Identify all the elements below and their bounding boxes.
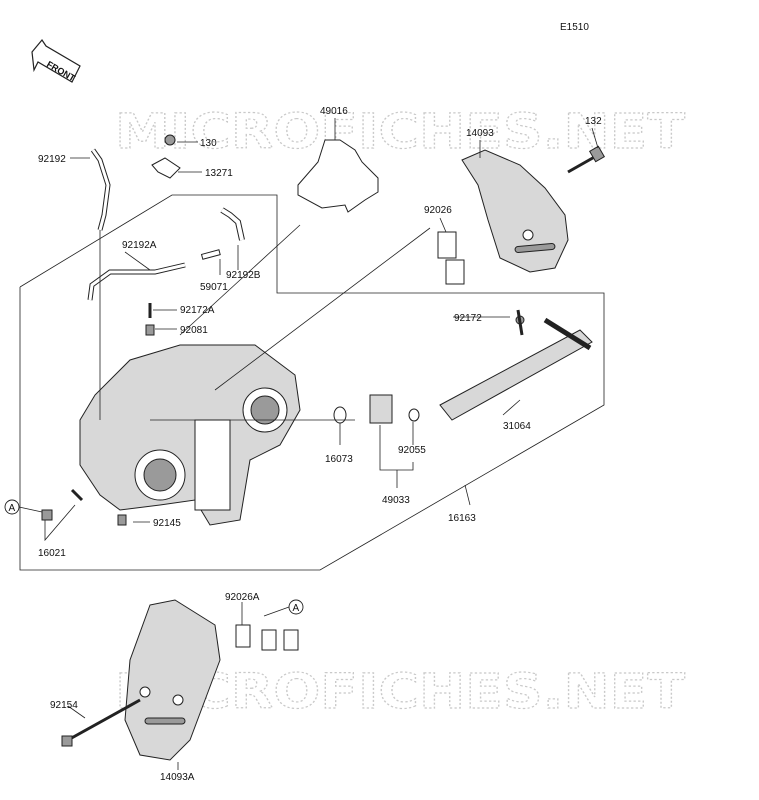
label-92145: 92145 (153, 518, 181, 529)
hose-92192A (87, 262, 186, 301)
label-92081: 92081 (180, 325, 208, 336)
label-92172A: 92172A (180, 305, 215, 316)
front-arrow-icon: FRONT (31, 38, 81, 83)
spring-92081 (145, 324, 155, 336)
screw-92172 (516, 309, 524, 336)
label-92192: 92192 (38, 154, 66, 165)
svg-text:A: A (293, 603, 300, 614)
collar-92026A (235, 624, 251, 648)
collar-92026 (437, 231, 457, 259)
fuel-rail-31064 (439, 329, 593, 421)
screw-16021 (41, 509, 53, 521)
fitting-59071 (200, 249, 221, 260)
label-130: 130 (200, 138, 217, 149)
bolt-92154 (67, 698, 141, 742)
bracket-49016 (297, 139, 379, 213)
seal-16073 (333, 406, 347, 424)
label-92026: 92026 (424, 205, 452, 216)
cover-14093A (124, 599, 221, 761)
leader-lines (18, 118, 599, 770)
label-31064: 31064 (503, 421, 531, 432)
label-59071: 59071 (200, 282, 228, 293)
label-92055: 92055 (398, 445, 426, 456)
label-13271: 13271 (205, 168, 233, 179)
callout-a-left: A (4, 499, 20, 515)
svg-text:A: A (9, 503, 16, 514)
clamp-13271 (151, 157, 181, 179)
callout-a-bottom: A (288, 599, 304, 615)
throttle-body-16163 (79, 344, 301, 526)
diagram-id: E1510 (560, 22, 589, 33)
spring-92145 (117, 514, 127, 526)
cover-14093 (461, 149, 569, 273)
sensor-49033 (369, 394, 393, 424)
bolt-130 (164, 134, 176, 146)
label-14093A: 14093A (160, 772, 195, 783)
assembly-outline (19, 194, 605, 571)
label-132: 132 (585, 116, 602, 127)
label-14093: 14093 (466, 128, 494, 139)
seal-92055 (408, 408, 420, 422)
label-92172: 92172 (454, 313, 482, 324)
label-92192B: 92192B (226, 270, 261, 281)
label-16163: 16163 (448, 513, 476, 524)
label-92192A: 92192A (122, 240, 157, 251)
label-49033: 49033 (382, 495, 410, 506)
label-16073: 16073 (325, 454, 353, 465)
label-92154: 92154 (50, 700, 78, 711)
label-49016: 49016 (320, 106, 348, 117)
label-16021: 16021 (38, 548, 66, 559)
label-92026A: 92026A (225, 592, 260, 603)
